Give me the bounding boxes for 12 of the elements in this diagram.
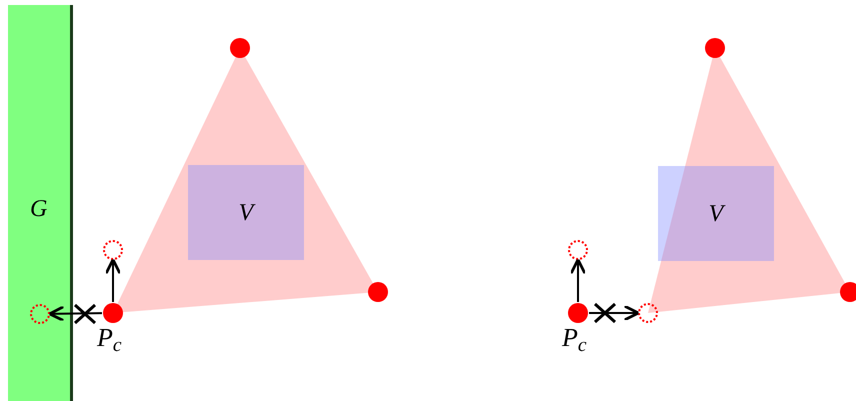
arrow [104, 258, 122, 302]
region-box [188, 165, 304, 260]
arrow [48, 305, 102, 322]
region-label: V [238, 198, 254, 228]
region-band [8, 5, 73, 401]
region-box [658, 166, 774, 261]
region-label: G [30, 195, 48, 224]
arrow [570, 258, 586, 302]
region-label: V [708, 200, 724, 228]
arrow [589, 304, 640, 322]
point-label: P$_{c}$ [562, 325, 587, 351]
point-label: P$_{c}$ [97, 325, 122, 351]
